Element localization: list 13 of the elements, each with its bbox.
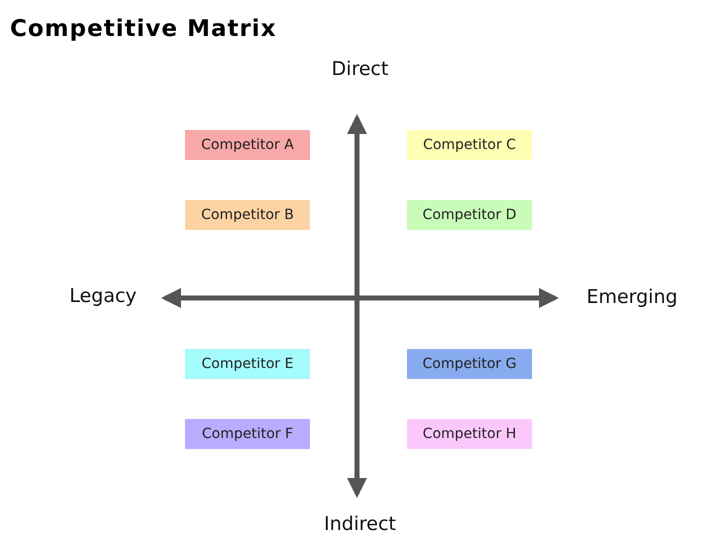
axis-label: Legacy xyxy=(69,285,137,307)
competitor-box: Competitor B xyxy=(185,200,310,230)
competitor-box: Competitor F xyxy=(185,419,310,449)
competitor-box: Competitor G xyxy=(407,349,532,379)
axis-label: Emerging xyxy=(586,286,678,308)
competitor-box: Competitor A xyxy=(185,130,310,160)
competitor-box: Competitor D xyxy=(407,200,532,230)
axis-label: Direct xyxy=(332,58,388,80)
competitor-box: Competitor C xyxy=(407,130,532,160)
axis-label: Indirect xyxy=(324,513,396,535)
competitor-box: Competitor E xyxy=(185,349,310,379)
title: Competitive Matrix xyxy=(10,16,277,42)
competitor-box: Competitor H xyxy=(407,419,532,449)
